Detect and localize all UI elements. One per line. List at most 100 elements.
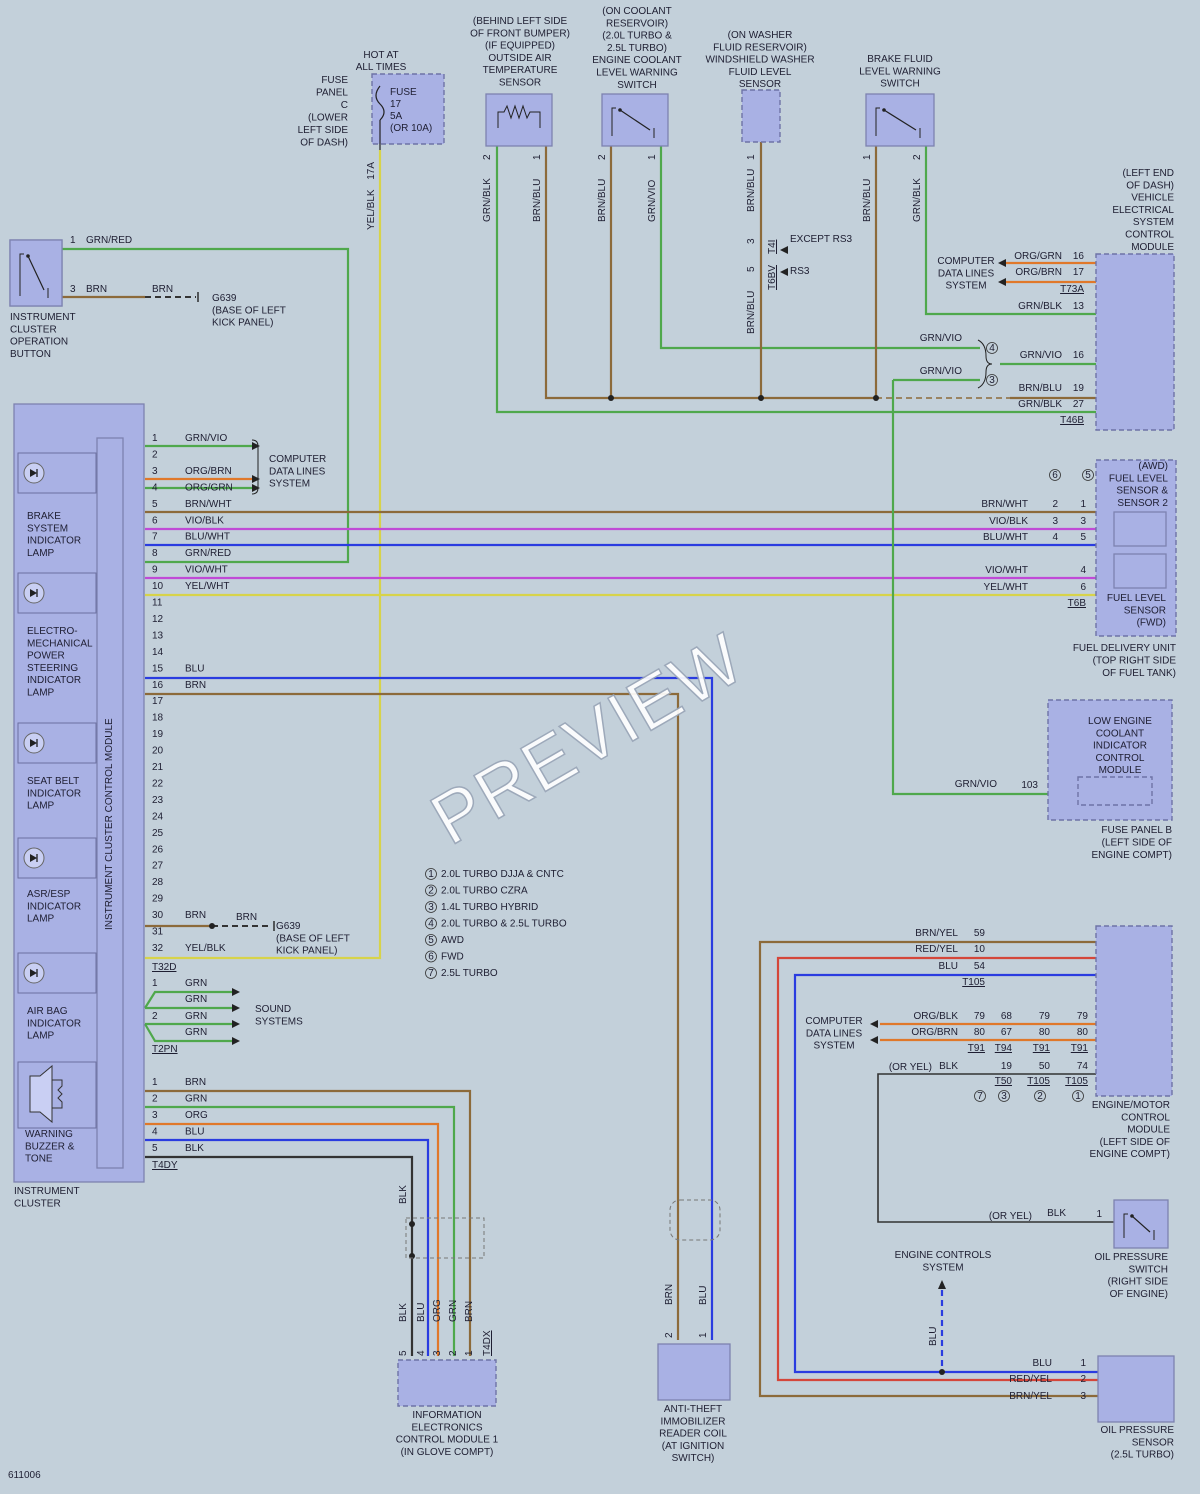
sound-systems-label: SOUND xyxy=(255,1004,291,1015)
ecm-connector: T91 xyxy=(968,1043,986,1054)
info-electronics-label: CONTROL MODULE 1 xyxy=(396,1435,499,1446)
wire-label: ORG/BRN xyxy=(185,466,232,477)
legend-number-circle xyxy=(425,967,437,979)
pin-number: 1 xyxy=(532,154,543,160)
brake-fluid-switch-label: LEVEL WARNING xyxy=(859,66,941,77)
oil-pressure-sensor-label: OIL PRESSURE xyxy=(1100,1425,1174,1436)
low-coolant-module-label: MODULE xyxy=(1099,765,1142,776)
vesc-wire-label: GRN/BLK xyxy=(1018,301,1062,312)
components-layer xyxy=(9,73,1177,1423)
connector-t2pn: T2PN xyxy=(152,1044,178,1055)
pin-number: 1 xyxy=(152,1077,158,1088)
legend-number: 5 xyxy=(428,935,434,946)
splice-dot xyxy=(873,395,879,401)
ecm-wire-label: BRN/YEL xyxy=(915,928,958,939)
vesc-pin-label: 16 xyxy=(1073,251,1085,262)
pin-number: 11 xyxy=(152,598,163,609)
low-coolant-inner xyxy=(1077,776,1153,806)
ground-g639-label: KICK PANEL) xyxy=(212,318,274,329)
cluster-operation-button xyxy=(9,239,63,307)
fuel-level-sensor-2 xyxy=(1113,511,1167,547)
pin-number: 1 xyxy=(152,433,158,444)
fuel-awd-label: SENSOR 2 xyxy=(1117,498,1168,509)
ecm-pin-label: 50 xyxy=(1039,1061,1051,1072)
pin-number: 16 xyxy=(152,680,164,691)
ecm-pin-label: 67 xyxy=(1001,1027,1013,1038)
fuse-17-label: FUSE xyxy=(390,87,417,98)
ecm-pin-label: 68 xyxy=(1001,1011,1013,1022)
vesc-module-label: SYSTEM xyxy=(1133,217,1174,228)
oil-pressure-sensor xyxy=(1097,1355,1175,1423)
fuel-pin-awd: 4 xyxy=(1080,565,1086,576)
ecm-variant-note-circle xyxy=(1072,1090,1084,1102)
pin-number: 29 xyxy=(152,894,164,905)
pin-number: 1 xyxy=(746,154,757,160)
fuse-panel-label: OF DASH) xyxy=(300,138,348,149)
wire-label: BLK xyxy=(398,1185,409,1204)
pin-number: 12 xyxy=(152,614,164,625)
oil-pressure-switch-blade xyxy=(1131,1215,1151,1233)
oil-pressure-sensor-label: (2.5L TURBO) xyxy=(1111,1450,1174,1461)
wire-label: BLU xyxy=(416,1303,427,1322)
wire-label: GRN xyxy=(448,1300,459,1322)
ecm-connector: T91 xyxy=(1071,1043,1089,1054)
ecm-pin-label: 10 xyxy=(974,944,986,955)
pin-number: 10 xyxy=(152,581,164,592)
wire-label: BRN/BLU xyxy=(746,291,757,334)
cluster-cds-label: COMPUTER xyxy=(269,454,326,465)
wire-label: BLU xyxy=(698,1286,709,1305)
pin-number: 1 xyxy=(647,154,658,160)
fuse-panel-b-label: (LEFT SIDE OF xyxy=(1102,838,1172,849)
wire-label: VIO/WHT xyxy=(185,565,228,576)
legend-number-circle xyxy=(425,934,437,946)
vesc-connector-t46b: T46B xyxy=(1060,415,1084,426)
cluster-button-label: OPERATION xyxy=(10,337,68,348)
vesc-pin-label: 16 xyxy=(1073,350,1085,361)
ecm-cds-arrow xyxy=(870,1036,878,1044)
wire-label: GRN/RED xyxy=(185,548,231,559)
ecm-cds-label: COMPUTER xyxy=(805,1016,862,1027)
pin-number: 27 xyxy=(152,861,164,872)
wire-label: GRN/VIO xyxy=(955,779,997,790)
pin-number: 1 xyxy=(698,1332,709,1338)
ecm-blk-prefix: (OR YEL) xyxy=(889,1062,932,1073)
pin-number: 32 xyxy=(152,943,164,954)
wire-label: BLU xyxy=(185,1127,204,1138)
fuel-fwd-label: SENSOR xyxy=(1124,605,1166,616)
ecm-variant-note-circle xyxy=(998,1090,1010,1102)
pin-number: 19 xyxy=(152,729,164,740)
coolant-switch-label: (2.0L TURBO & xyxy=(602,31,672,42)
wire-label: BLU xyxy=(928,1327,939,1346)
pin-number: 28 xyxy=(152,877,164,888)
ecm-pin-label: 79 xyxy=(974,1011,986,1022)
wire-label: BRN xyxy=(86,284,107,295)
lamp-label: LAMP xyxy=(27,688,55,699)
brake-fluid-switch-label: BRAKE FLUID xyxy=(867,54,933,65)
splice-dot xyxy=(209,923,215,929)
fuse-panel-label: (LOWER xyxy=(308,113,348,124)
wire-label: BRN xyxy=(185,680,206,691)
wire-label: BRN xyxy=(236,912,257,923)
legend-text: AWD xyxy=(441,935,464,946)
lamp-frame xyxy=(17,837,97,879)
wire-label: ORG/GRN xyxy=(185,482,233,493)
pin-number: 26 xyxy=(152,844,164,855)
coolant-level-switch-contact xyxy=(611,107,616,136)
ecm-wire-label: BLU xyxy=(939,961,958,972)
legend-text: 1.4L TURBO HYBRID xyxy=(441,902,538,913)
fuse-17-label: 17 xyxy=(390,99,402,110)
legend-text: 2.0L TURBO CZRA xyxy=(441,886,528,897)
variant-note-6: 6 xyxy=(1052,470,1058,481)
oil-pressure-switch-pivot xyxy=(1130,1214,1134,1218)
brake-fluid-switch-blade xyxy=(883,109,917,131)
pin-number: 31 xyxy=(152,927,164,938)
pin-number: 5 xyxy=(746,266,757,272)
oil-sensor-wire: BRN/YEL xyxy=(1009,1391,1052,1402)
connector-t6b: T6B xyxy=(1068,598,1087,609)
brake-fluid-switch-pivot xyxy=(882,108,886,112)
fuse-panel-label: FUSE xyxy=(321,75,348,86)
buzzer-coil xyxy=(52,1079,63,1109)
pin-number: 5 xyxy=(152,499,158,510)
engine-controls-label: SYSTEM xyxy=(922,1262,963,1273)
